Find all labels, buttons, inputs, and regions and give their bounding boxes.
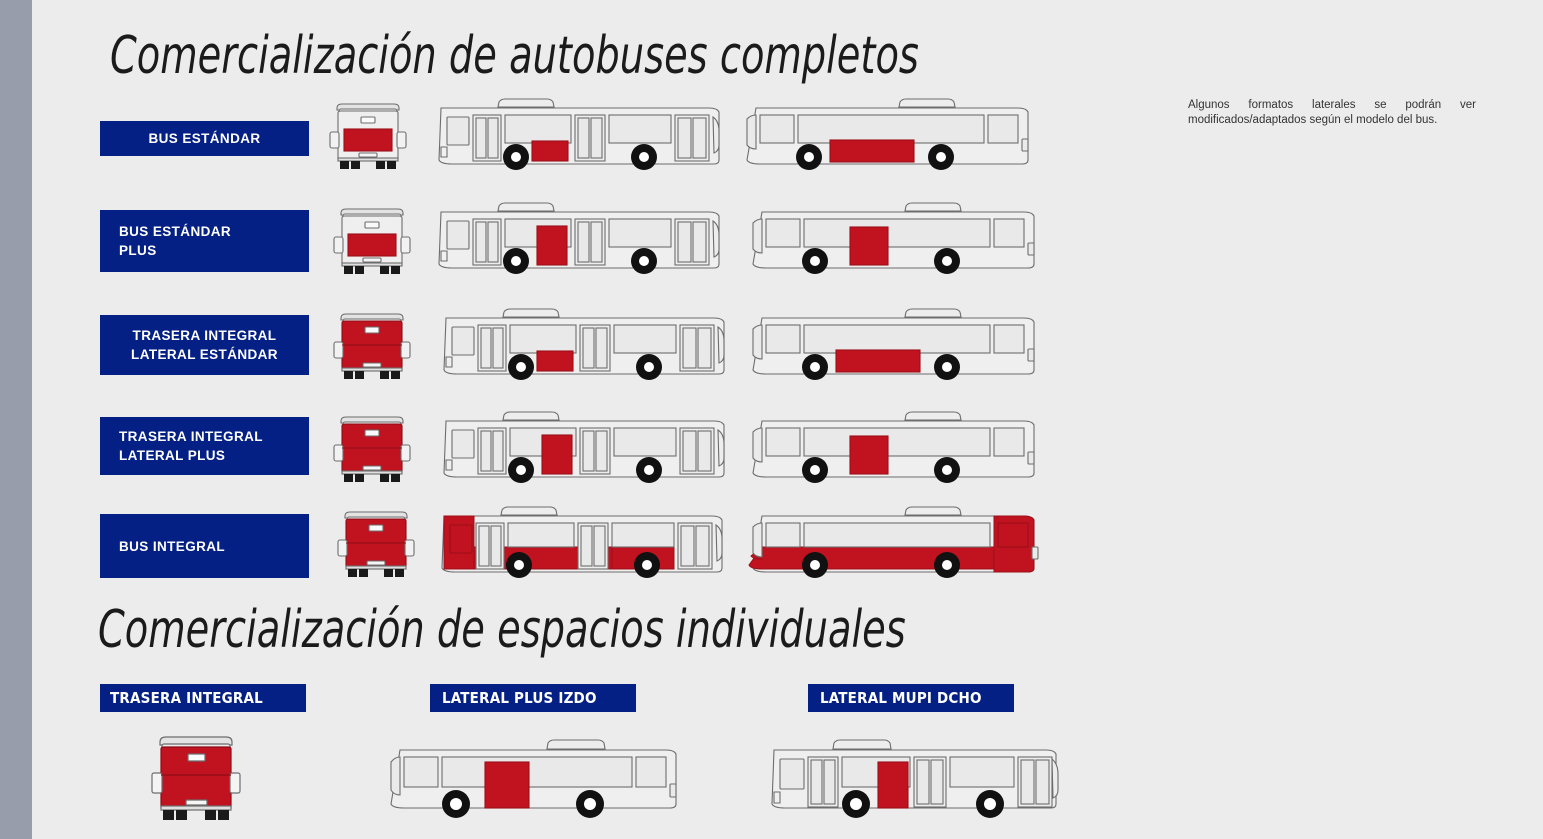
label-line: LATERAL MUPI DCHO [820,688,982,707]
label-bus-estandar-plus[interactable]: BUS ESTÁNDAR PLUS [100,210,309,272]
art-rear-bus-estandar [326,95,410,173]
label-line: LATERAL ESTÁNDAR [131,347,278,362]
label-line: TRASERA INTEGRAL [132,328,277,343]
art-right-side-bus-integral [748,503,1044,585]
page-title-individual-spaces: Comercialización de espacios individuale… [98,600,906,660]
label-bus-estandar[interactable]: BUS ESTÁNDAR [100,121,309,156]
art-lateral-plus-izdo [386,734,682,824]
art-right-side-bus-estandar-plus [748,199,1038,277]
art-left-side-bus-estandar [437,95,725,173]
label-trasera-integral-lateral-plus[interactable]: TRASERA INTEGRAL LATERAL PLUS [100,417,309,475]
label-trasera-integral-lateral-estandar[interactable]: TRASERA INTEGRAL LATERAL ESTÁNDAR [100,315,309,375]
art-rear-trasera-integral-estandar [330,305,414,383]
art-right-side-trasera-integral-plus [748,408,1038,486]
label-line: BUS ESTÁNDAR [119,224,232,239]
art-right-side-trasera-integral-estandar [748,305,1038,383]
label-line: BUS INTEGRAL [119,538,226,554]
art-left-side-trasera-integral-plus [442,408,730,486]
art-right-side-bus-estandar [742,95,1032,173]
art-left-side-trasera-integral-estandar [442,305,730,383]
left-accent-bar [0,0,32,839]
label-lateral-plus-izdo[interactable]: LATERAL PLUS IZDO [430,684,636,712]
label-line: LATERAL PLUS IZDO [442,688,597,707]
page-title-complete-buses: Comercialización de autobuses completos [110,26,919,86]
art-left-side-bus-estandar-plus [437,199,725,277]
art-trasera-integral-large [148,728,244,828]
label-bus-integral[interactable]: BUS INTEGRAL [100,514,309,578]
label-line: TRASERA INTEGRAL [110,688,263,707]
art-left-side-bus-integral [440,503,728,585]
label-lateral-mupi-dcho[interactable]: LATERAL MUPI DCHO [808,684,1014,712]
label-line: BUS ESTÁNDAR [148,131,261,146]
label-line: TRASERA INTEGRAL [119,429,263,444]
disclaimer-note: Algunos formatos laterales se podrán ver… [1188,99,1476,126]
label-line: PLUS [119,243,157,258]
art-rear-bus-estandar-plus [330,200,414,278]
label-line: LATERAL PLUS [119,448,226,463]
art-rear-bus-integral [334,503,418,581]
label-trasera-integral[interactable]: TRASERA INTEGRAL [100,684,306,712]
art-lateral-mupi-dcho [768,734,1064,824]
art-rear-trasera-integral-plus [330,408,414,486]
